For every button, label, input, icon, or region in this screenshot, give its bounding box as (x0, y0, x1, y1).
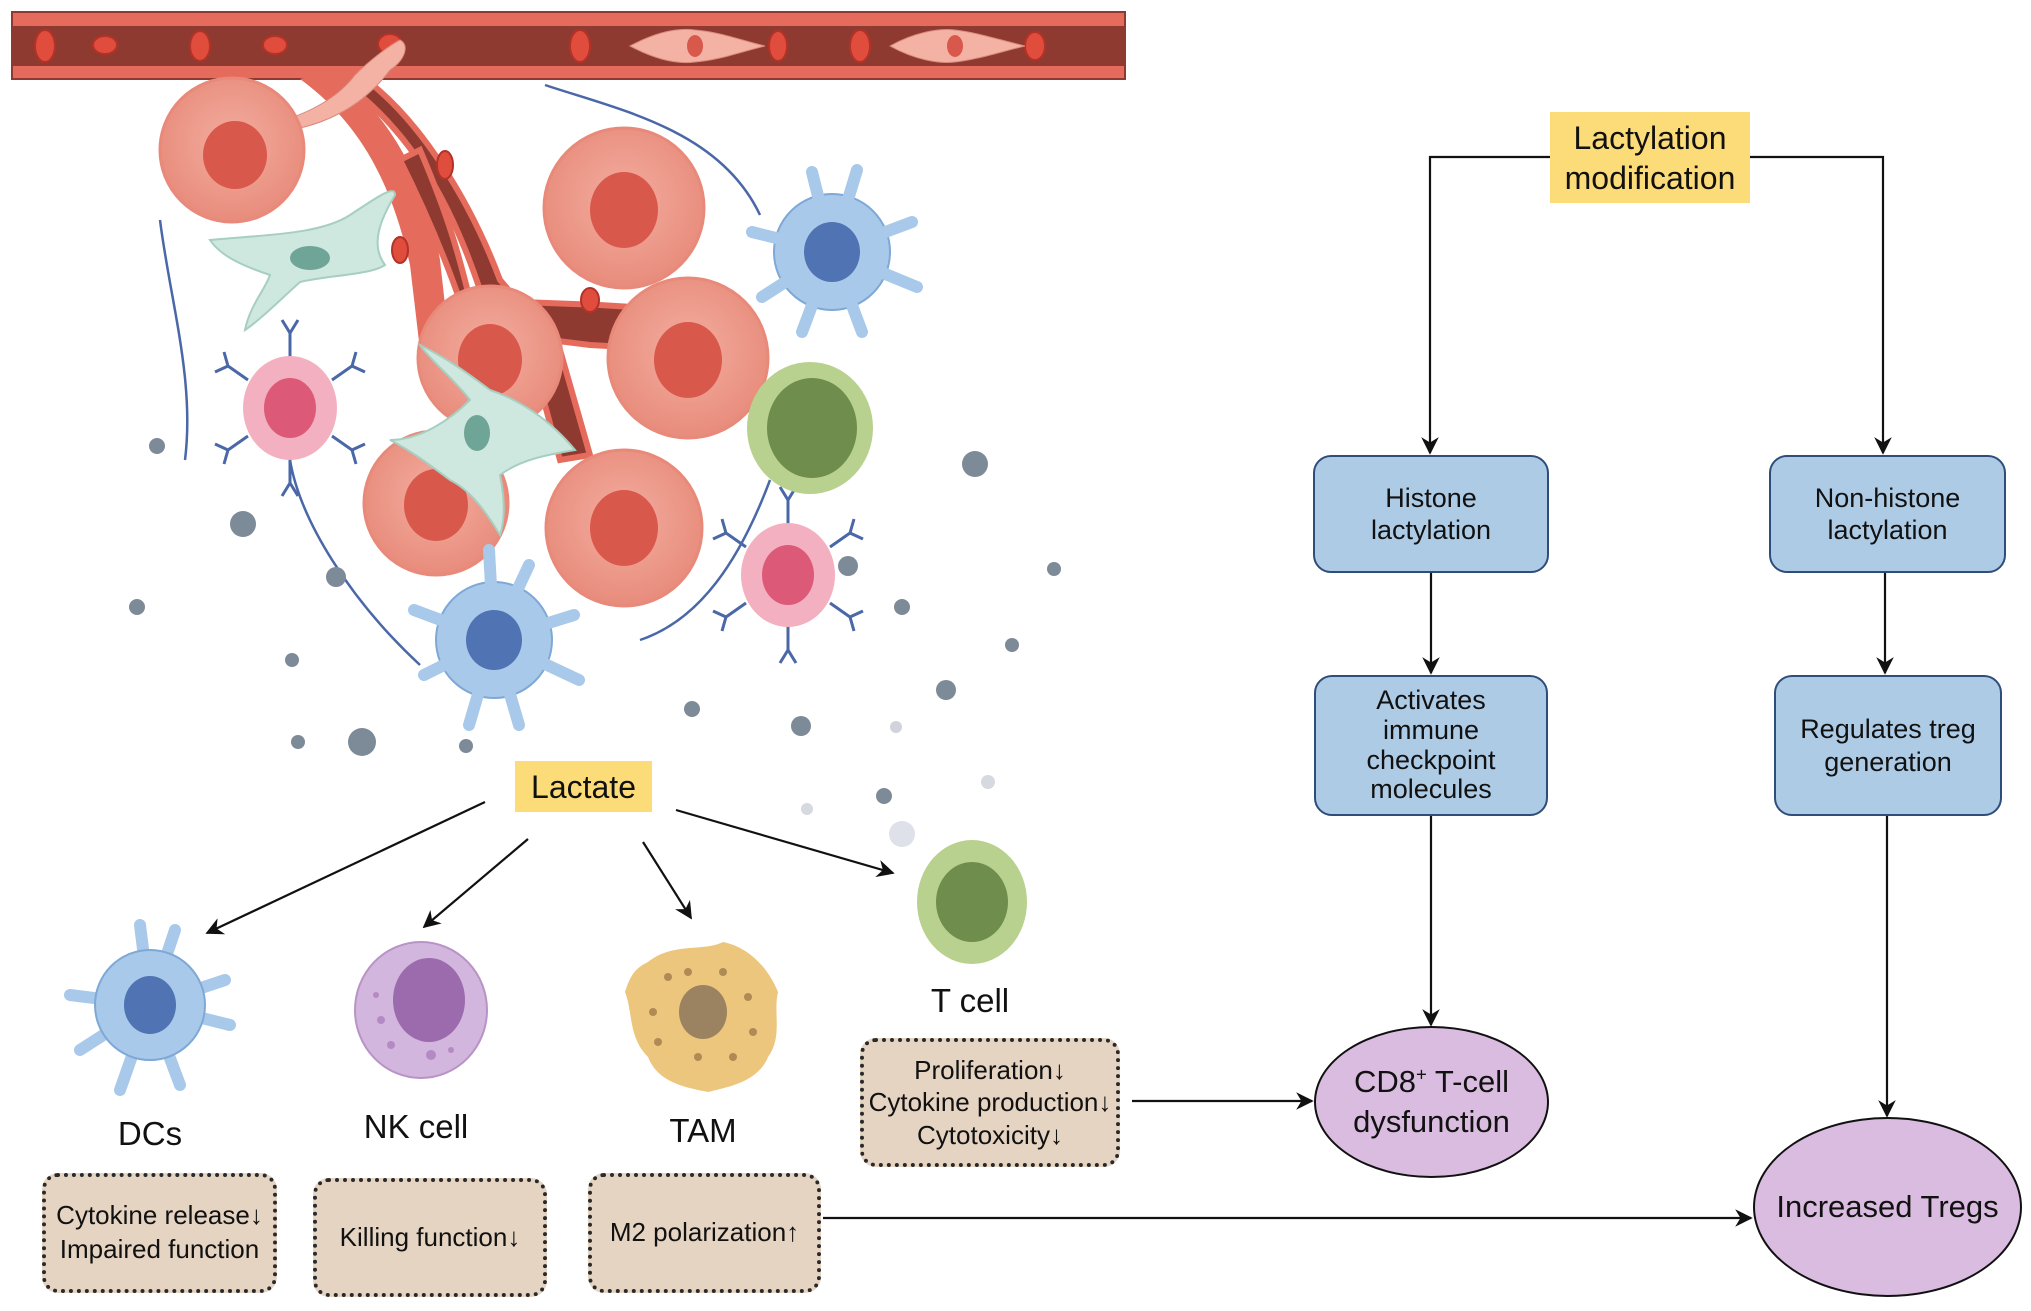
regulates-line1: Regulates treg (1800, 714, 1976, 745)
non-histone-line2: lactylation (1827, 515, 1948, 545)
non-histone-lactylation-node: Non-histone lactylation (1769, 455, 2006, 573)
cd8-rest: T-cell (1426, 1063, 1509, 1099)
histone-line2: lactylation (1370, 515, 1492, 545)
t-cell-label: T cell (930, 982, 1010, 1019)
tcell-effect-1: Proliferation↓ (914, 1054, 1066, 1085)
t-cell-cluster-illustration (747, 362, 873, 494)
cd8-line1: CD8+ T-cell (1354, 1062, 1509, 1102)
tcell-effect-3: Cytotoxicity↓ (917, 1119, 1063, 1150)
lactylation-line1: Lactylation (1573, 119, 1727, 156)
connectors (205, 155, 1896, 1227)
histone-lactylation-node: Histone lactylation (1313, 455, 1549, 573)
cd8-sup: + (1416, 1063, 1427, 1085)
line-lactylation-to-histone (1421, 155, 1550, 455)
t-cell-icon (917, 840, 1027, 964)
activates-line1: Activates (1376, 685, 1486, 716)
activates-line2: immune (1382, 714, 1480, 745)
tam-label: TAM (669, 1112, 737, 1149)
dcs-effect-2: Impaired function (59, 1234, 260, 1264)
histone-line1: Histone (1385, 482, 1477, 513)
dcs-effect-1: Cytokine release↓ (56, 1200, 263, 1231)
cd8-line2: dysfunction (1353, 1104, 1510, 1139)
tam-effects-box: M2 polarization↑ (588, 1173, 821, 1293)
activates-line4: molecules (1370, 774, 1492, 805)
cd8-dysfunction-node: CD8+ T-cell dysfunction (1314, 1026, 1549, 1178)
arrow-lactate-to-tam (642, 841, 692, 920)
increased-tregs-node: Increased Tregs (1753, 1117, 2022, 1297)
lactate-label: Lactate (531, 768, 636, 805)
lactylation-line2: modification (1564, 159, 1736, 196)
dcs-label: DCs (117, 1115, 183, 1152)
tam-effect-1: M2 polarization↑ (609, 1217, 800, 1248)
tcell-effect-2: Cytokine production↓ (868, 1087, 1112, 1118)
dendritic-cells-illustration (408, 164, 923, 731)
blood-vessel-illustration (11, 11, 1126, 464)
tregs-label: Increased Tregs (1776, 1188, 1999, 1224)
tam-cell-icon (625, 942, 778, 1092)
fibers-illustration (158, 83, 772, 666)
dc-cell-icon (64, 919, 236, 1096)
regulates-line2: generation (1824, 746, 1952, 777)
non-histone-line1: Non-histone (1814, 482, 1961, 513)
tcell-effects-box: Proliferation↓ Cytokine production↓ Cyto… (860, 1038, 1120, 1167)
cd8-main: CD8 (1354, 1063, 1417, 1099)
regulates-treg-node: Regulates treg generation (1774, 675, 2002, 816)
activates-checkpoint-node: Activates immune checkpoint molecules (1314, 675, 1548, 816)
line-lactylation-to-nonhistone (1750, 155, 1892, 455)
tumor-cells-illustration (158, 76, 770, 608)
fibroblast-illustration (208, 190, 577, 538)
activates-line3: checkpoint (1366, 744, 1496, 775)
arrow-lactate-to-nk (422, 838, 529, 929)
nk-effects-box: Killing function↓ (313, 1178, 547, 1297)
lactylation-modification-node: Lactylation modification (1550, 112, 1750, 203)
nk-effect-1: Killing function↓ (339, 1221, 521, 1252)
arrow-lactate-to-dcs (205, 801, 486, 935)
lactate-particles-illustration (129, 438, 1061, 847)
lactate-node: Lactate (515, 761, 652, 812)
nk-cell-label: NK cell (363, 1108, 469, 1145)
arrow-lactate-to-tcell (675, 808, 895, 878)
dcs-effects-box: Cytokine release↓ Impaired function (42, 1173, 277, 1293)
b-cells-illustration (214, 319, 864, 664)
nk-cell-icon (354, 941, 488, 1079)
